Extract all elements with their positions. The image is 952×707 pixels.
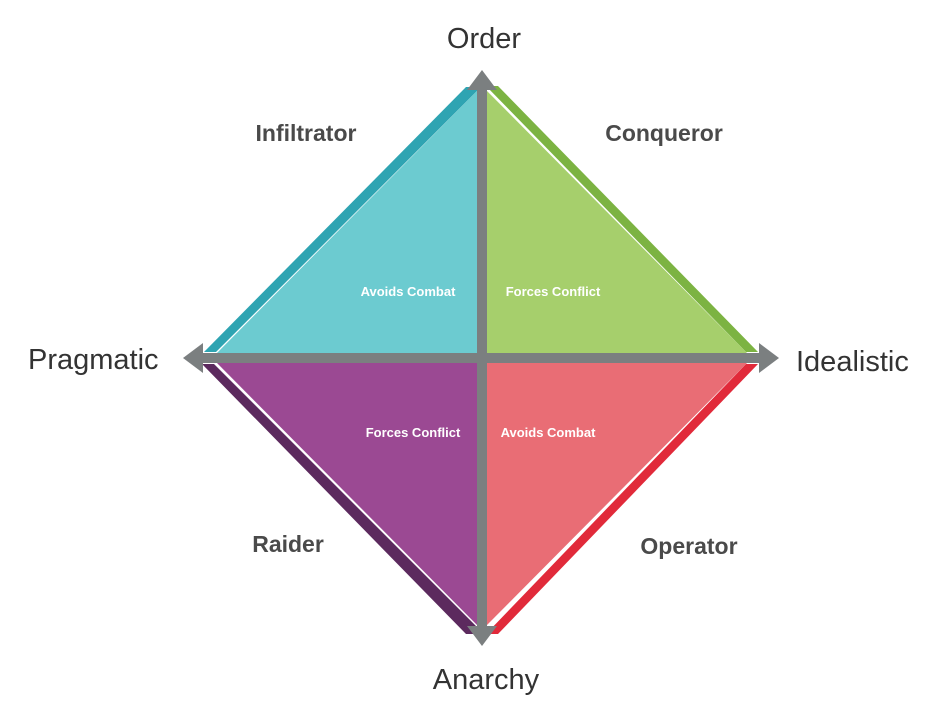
raider-behavior: Forces Conflict bbox=[366, 425, 461, 440]
operator-edge bbox=[486, 364, 758, 634]
anarchy-arrowhead bbox=[467, 626, 497, 646]
quadrant-name-raider: Raider bbox=[252, 531, 324, 557]
pragmatic-arrowhead bbox=[183, 343, 203, 373]
quadrant-name-conqueror: Conqueror bbox=[605, 120, 723, 146]
operator-behavior: Avoids Combat bbox=[501, 425, 597, 440]
axis-label-pragmatic: Pragmatic bbox=[28, 344, 159, 376]
idealistic-arrowhead bbox=[759, 343, 779, 373]
infiltrator-edge bbox=[204, 87, 478, 352]
axis-label-anarchy: Anarchy bbox=[433, 664, 540, 696]
conqueror-behavior: Forces Conflict bbox=[506, 284, 601, 299]
quadrant-name-infiltrator: Infiltrator bbox=[256, 120, 357, 146]
infiltrator-behavior: Avoids Combat bbox=[361, 284, 457, 299]
horizontal-axis bbox=[200, 353, 764, 363]
axes bbox=[183, 70, 779, 646]
raider-quadrant bbox=[212, 358, 478, 626]
raider-edge bbox=[202, 364, 478, 634]
order-arrowhead bbox=[467, 70, 497, 90]
axis-label-idealistic: Idealistic bbox=[796, 346, 909, 378]
conqueror-quadrant bbox=[486, 90, 752, 358]
quadrant-name-operator: Operator bbox=[640, 533, 737, 559]
infiltrator-quadrant bbox=[212, 90, 478, 358]
axis-label-order: Order bbox=[447, 23, 521, 55]
operator-quadrant bbox=[486, 358, 752, 626]
conqueror-edge bbox=[486, 86, 758, 352]
